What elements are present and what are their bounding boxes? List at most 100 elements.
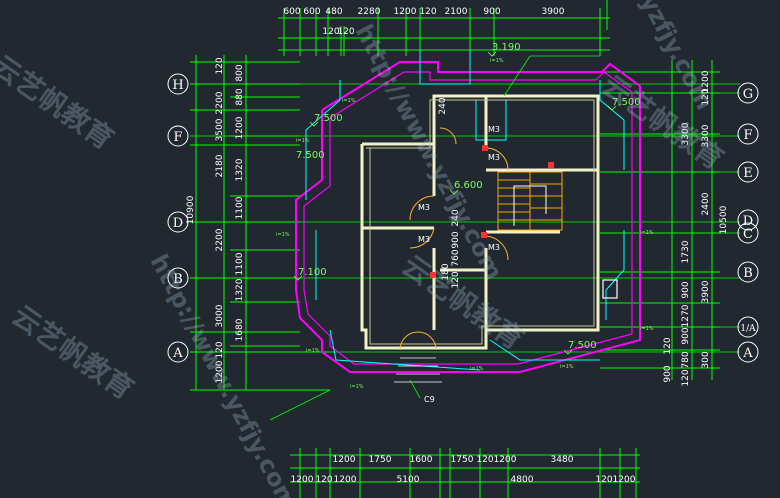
axis-right-5: C [743,227,753,242]
left-dim-9: 1100 [235,252,245,275]
walls [360,94,600,350]
right-dim-12: 120 [663,337,673,354]
bottom-dim-4: 1750 [451,455,474,465]
watermark-brand-4: 云艺帆教育 [6,299,140,406]
columns [430,145,554,278]
walls-inner [366,99,595,345]
door-swings [399,127,509,351]
left-dim-3: 880 [235,88,245,105]
axis-left-2: F [173,130,182,145]
level-7: 7.500 [568,340,597,351]
roof-outline [295,61,641,373]
left-dim-1: 800 [235,64,245,81]
right-dim-5: 2400 [701,192,711,215]
door-tag-2: M3 [488,153,500,162]
slope-labels: i=1% i=1% i=1% i=1% i=1% i=1% i=1% i=1% … [276,58,654,390]
left-dim-6: 1320 [235,158,245,181]
level-6: 7.100 [298,267,327,278]
interior-dim-2: 760 [451,249,461,266]
watermarks: http://www.yzfjy.com http://www.yzfjy.co… [0,0,730,498]
door-tag-5: M3 [488,243,500,252]
slope-10: i=1% [640,326,654,332]
bottom-dim-3: 1600 [410,455,433,465]
slope-4: i=1% [276,232,290,238]
right-dim-3: 3300 [701,124,711,147]
left-dim-outer-1: 3500 [215,118,225,141]
slope-1: i=1% [342,98,356,104]
axis-right-4: D [743,214,753,229]
bottom-dim-6: 1200 [494,455,517,465]
top-dim-8: 900 [483,7,500,17]
right-dim-1: 1200 [701,70,711,93]
bottom-dim-13: 120 [595,475,612,485]
axis-left-1: H [172,78,183,93]
door-tag-4: M3 [418,235,430,244]
axis-right-6: B [743,266,753,281]
axis-right-8: A [742,346,753,361]
slope-3: i=1% [296,138,310,144]
slope-5: i=1% [306,348,320,354]
bottom-dim-7: 3480 [551,455,574,465]
left-dim-12: 1680 [235,318,245,341]
left-dim-13: 120 [215,341,225,358]
interior-dim-3: 900 [451,231,461,248]
door-tag-1: M3 [488,125,500,134]
level-marks [293,51,617,355]
top-dim-5: 1200 [394,7,417,17]
right-dim-16: 120 [681,369,691,386]
slope-8: i=1% [560,364,574,370]
door-tags: M3 M3 M3 M3 M3 [418,125,500,252]
bottom-dim-11: 5100 [397,475,420,485]
bottom-dim-12: 4800 [511,475,534,485]
left-dimension-labels: 800 2200 880 1200 2180 1320 1100 2200 11… [186,57,245,383]
entrance-steps [394,357,442,383]
right-dim-14: 300 [701,351,711,368]
interior-dim-5: 120 [451,271,461,288]
right-dim-4: 3300 [681,122,691,145]
door-tag-3: M3 [418,203,430,212]
dimension-lines [190,0,740,498]
right-dim-8: 900 [681,281,691,298]
top-dim-7: 2100 [445,7,468,17]
axis-right-1: G [743,87,753,102]
slope-9: i=1% [640,230,654,236]
bottom-dim-8: 1200 [291,475,314,485]
slope-2: i=1% [490,58,504,64]
slope-7: i=1% [470,366,484,372]
top-dim-1: 600 [283,7,300,17]
axis-right-7: 1/A [740,324,756,334]
bottom-dim-5: 120 [476,455,493,465]
right-dim-10: 1270 [681,304,691,327]
bottom-dim-2: 1750 [369,455,392,465]
bottom-dim-10: 1200 [334,475,357,485]
left-dim-4: 1200 [235,116,245,139]
right-dim-2: 120 [701,88,711,105]
axis-left-5: A [172,346,183,361]
level-3: 7.500 [314,113,343,124]
axis-right-3: E [743,166,753,181]
interior-dims: 240 760 900 180 120 240 [438,97,461,288]
right-dimension-labels: 1200 120 3300 3300 2400 10500 1730 900 3… [663,70,729,386]
axis-bubbles [167,73,759,363]
left-dim-10: 1320 [235,278,245,301]
right-dim-6: 10500 [719,205,729,234]
interior-dim-4: 180 [441,263,451,280]
left-dim-11: 3000 [215,304,225,327]
top-dim-3: 480 [325,7,342,17]
section-tag-c9: C9 [424,395,435,404]
right-dim-9: 3900 [701,280,711,303]
top-dimension-labels: 600 600 480 2280 1200 120 2100 900 3900 … [283,7,564,37]
level-5: 6.600 [454,180,483,191]
right-dim-7: 1730 [681,240,691,263]
leader-lines [269,55,600,421]
left-dim-outer-2: 10900 [186,195,196,224]
left-dim-5: 2180 [215,154,225,177]
axis-labels: H F D B A G F E D C B 1/A A [172,78,756,361]
watermark-brand-3: 云艺帆教育 [396,249,530,356]
elevation-labels: 3.190 7.500 7.500 7.500 6.600 7.100 7.50… [296,42,641,351]
top-dim-11: 120 [337,27,354,37]
left-dim-14: 1200 [215,360,225,383]
top-dim-9: 3900 [542,7,565,17]
